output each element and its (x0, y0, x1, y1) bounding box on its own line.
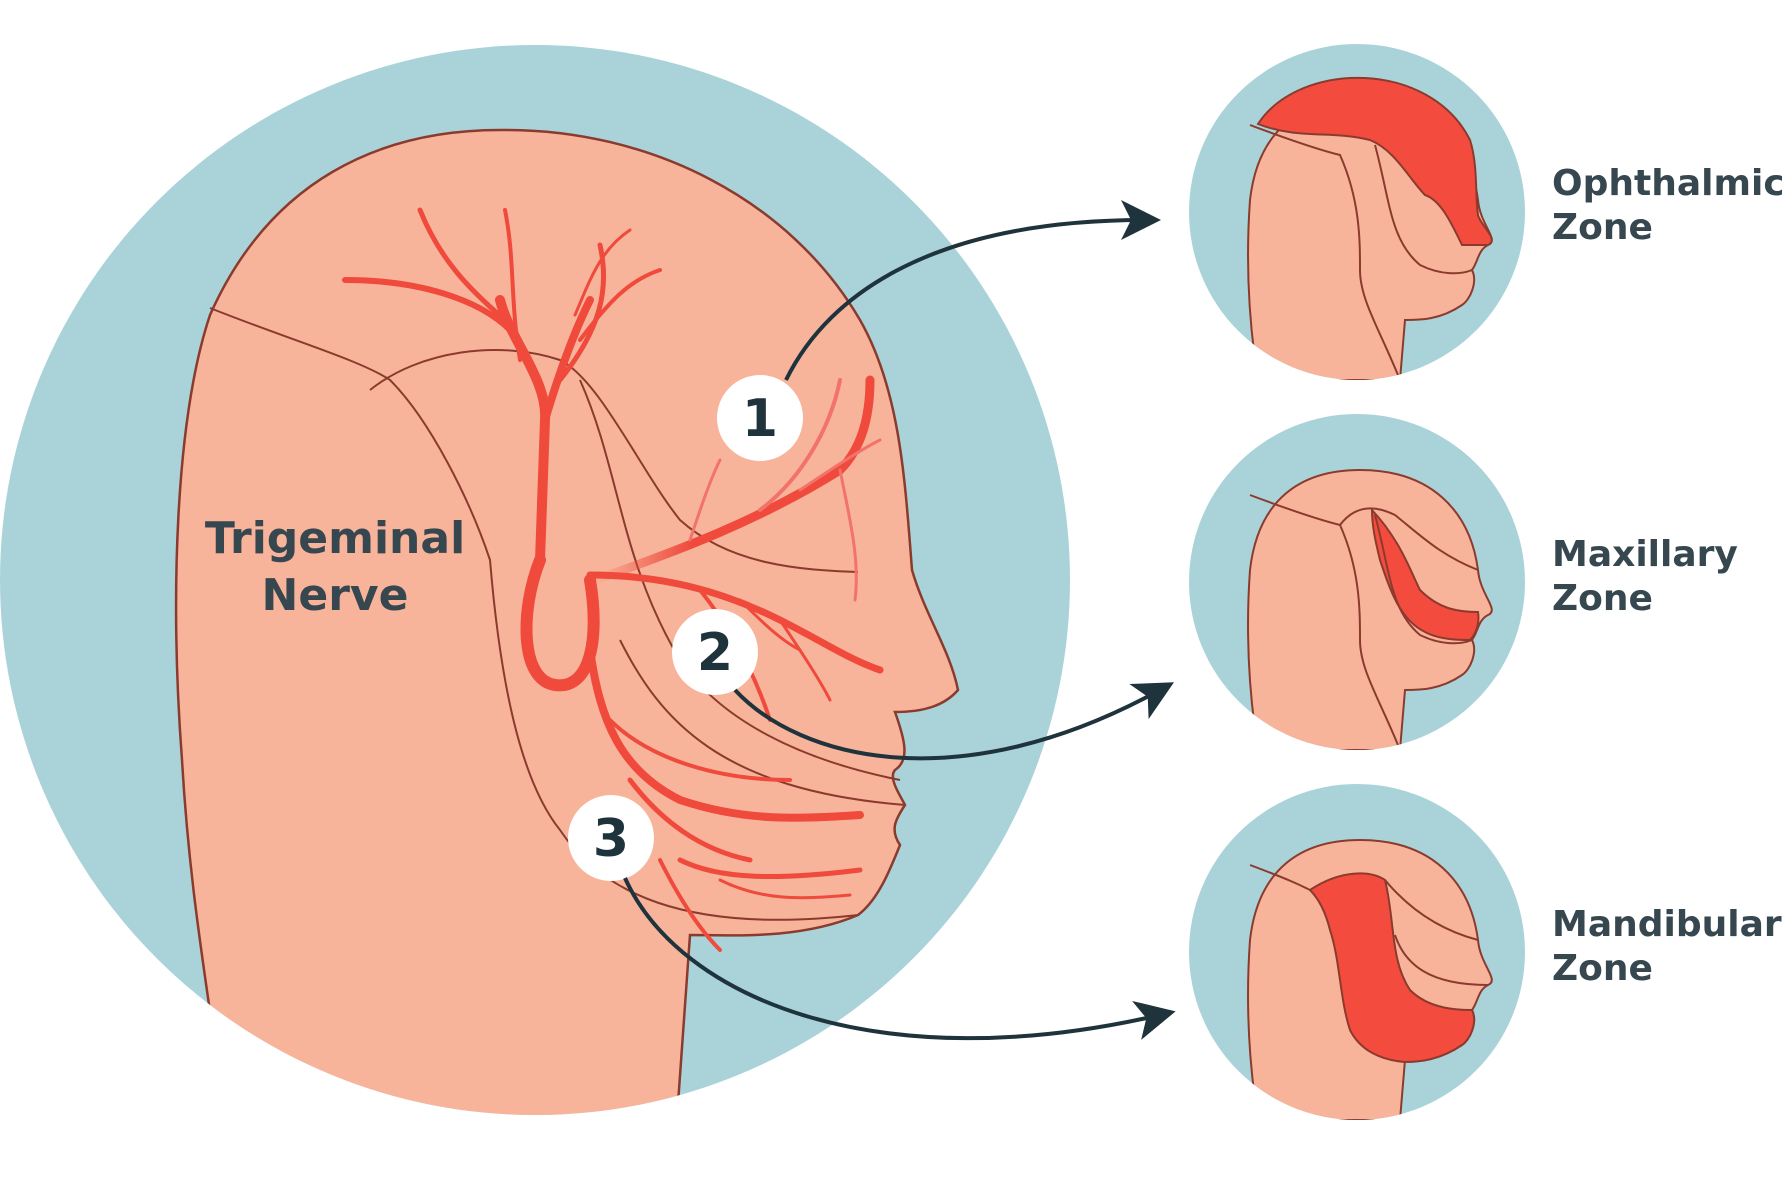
marker-1-number: 1 (742, 389, 778, 449)
zone-label-ophthalmic: Ophthalmic Zone (1552, 162, 1782, 250)
zone-maxillary (1189, 414, 1525, 750)
zone-label-maxillary-line1: Maxillary (1552, 534, 1738, 575)
zone-ophthalmic (1189, 44, 1525, 380)
head-silhouette (174, 128, 960, 1115)
arrow-3-icon (623, 877, 1176, 1041)
marker-2-number: 2 (697, 623, 733, 683)
zone-label-mandibular: Mandibular Zone (1552, 903, 1782, 991)
nerve-branches (342, 207, 884, 952)
zone-label-maxillary-line2: Zone (1552, 578, 1653, 619)
zone-label-ophthalmic-line1: Ophthalmic (1552, 163, 1782, 204)
zone-mandibular (1189, 784, 1525, 1120)
arrow-2-icon (733, 682, 1175, 761)
zone-label-mandibular-line2: Zone (1552, 948, 1653, 989)
main-illustration: Trigeminal Nerve 1 2 3 (0, 45, 1176, 1115)
trigeminal-nerve-label-line2: Nerve (262, 570, 409, 621)
zone-maxillary-head-icon (1247, 468, 1493, 750)
chin-line (619, 639, 906, 806)
jaw-line (369, 349, 859, 573)
trigeminal-nerve-label-line1: Trigeminal (205, 513, 465, 564)
arrow-1-icon (784, 200, 1161, 381)
marker-3-number: 3 (593, 809, 629, 869)
zone-label-ophthalmic-line2: Zone (1552, 207, 1653, 248)
zone-label-maxillary: Maxillary Zone (1552, 533, 1738, 621)
marker-1: 1 (717, 375, 803, 461)
zone-label-mandibular-line1: Mandibular (1552, 904, 1782, 945)
marker-2: 2 (672, 609, 758, 695)
marker-3: 3 (568, 795, 654, 881)
